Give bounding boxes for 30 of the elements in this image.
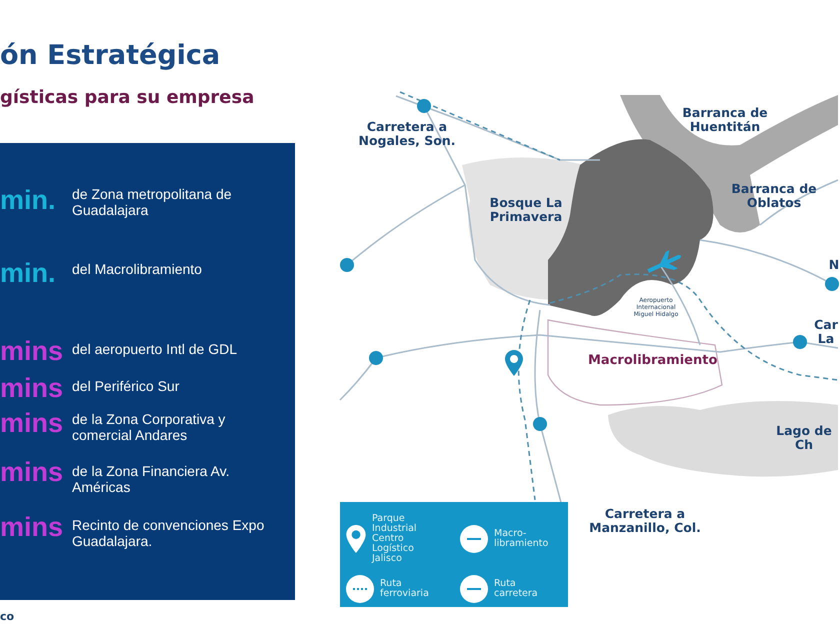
title: ón Estratégica	[0, 40, 220, 71]
time-description: Recinto de convenciones Expo Guadalajara.	[72, 517, 266, 550]
place-label: Carretera a Manzanillo, Col.	[588, 507, 702, 536]
time-value: min.	[0, 258, 56, 290]
legend-text: Ruta carretera	[494, 578, 539, 598]
time-description: de la Zona Corporativa y comercial Andares	[72, 411, 226, 444]
time-value: min.	[0, 185, 56, 216]
place-label: Bosque La Primavera	[488, 196, 564, 225]
time-description: de Zona metropolitana de Guadalajara	[72, 186, 233, 218]
time-description: del aeropuerto Intl de GDL	[72, 341, 238, 358]
time-description: del Periférico Sur	[72, 378, 180, 394]
place-label: Barranca de Oblatos	[730, 182, 818, 211]
legend-text: Macro-libramiento	[494, 529, 550, 549]
place-label: Lago de Ch	[775, 424, 833, 453]
place-label: Macrolibramiento	[588, 354, 718, 369]
subtitle: gísticas para su empresa	[0, 88, 254, 109]
place-label: Barranca de Huentitán	[681, 106, 769, 135]
time-value: mins	[0, 408, 64, 440]
time-description: de la Zona Financiera Av. Américas	[72, 463, 230, 496]
time-value: mins	[0, 373, 64, 404]
footer-text: co	[0, 611, 14, 624]
legend-text: Ruta ferroviaria	[380, 578, 430, 598]
time-description: del Macrolibramiento	[72, 261, 202, 278]
time-value: mins	[0, 336, 64, 368]
time-value: mins	[0, 512, 64, 544]
place-label: N	[828, 258, 840, 272]
place-label: Car La	[813, 318, 839, 347]
place-label: Carretera a Nogales, Son.	[358, 120, 456, 149]
legend-text: Parque Industrial Centro Logístico Jalisco	[372, 514, 418, 564]
time-value: mins	[0, 457, 64, 488]
